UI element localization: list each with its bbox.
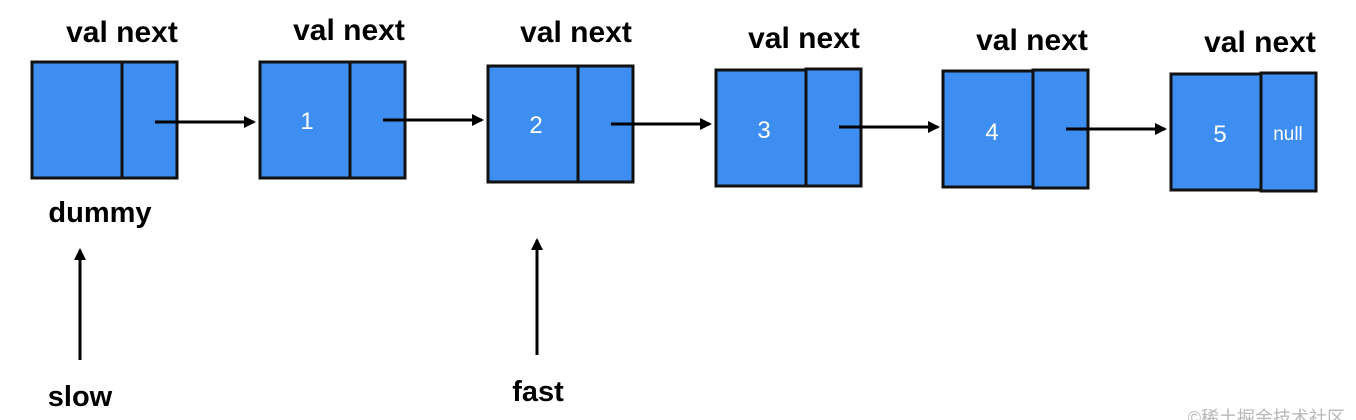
fast-pointer: fast [512, 238, 564, 408]
node-3: val next 3 [714, 22, 863, 188]
node-header: val next [748, 22, 860, 55]
fast-label: fast [512, 376, 564, 408]
val-cell [30, 60, 124, 180]
node-header: val next [520, 16, 632, 49]
null-label: null [1273, 124, 1303, 145]
node-header: val next [976, 24, 1088, 57]
watermark-text: ©稀土掘金技术社区 [1188, 408, 1345, 420]
node-5: val next 5 null [1169, 26, 1318, 193]
node-2: val next 2 [486, 16, 635, 184]
val-cell [941, 69, 1035, 189]
next-cell [120, 60, 179, 180]
node-header: val next [1204, 26, 1316, 59]
node-dummy: val next dummy [30, 16, 179, 229]
node-value: 4 [985, 119, 998, 146]
val-cell [486, 64, 580, 184]
node-header: val next [293, 14, 405, 47]
node-value: 2 [529, 112, 542, 139]
node-4: val next 4 [941, 24, 1090, 190]
node-1: val next 1 [258, 14, 407, 180]
node-value: 1 [300, 108, 313, 135]
val-cell [714, 68, 808, 188]
slow-label: slow [48, 381, 113, 413]
node-value: 3 [757, 117, 770, 144]
slow-pointer: slow [48, 248, 113, 413]
node-header: val next [66, 16, 178, 49]
node-value: 5 [1213, 121, 1226, 148]
next-cell [1259, 71, 1318, 193]
dummy-label: dummy [48, 197, 151, 229]
val-cell [1169, 72, 1263, 192]
